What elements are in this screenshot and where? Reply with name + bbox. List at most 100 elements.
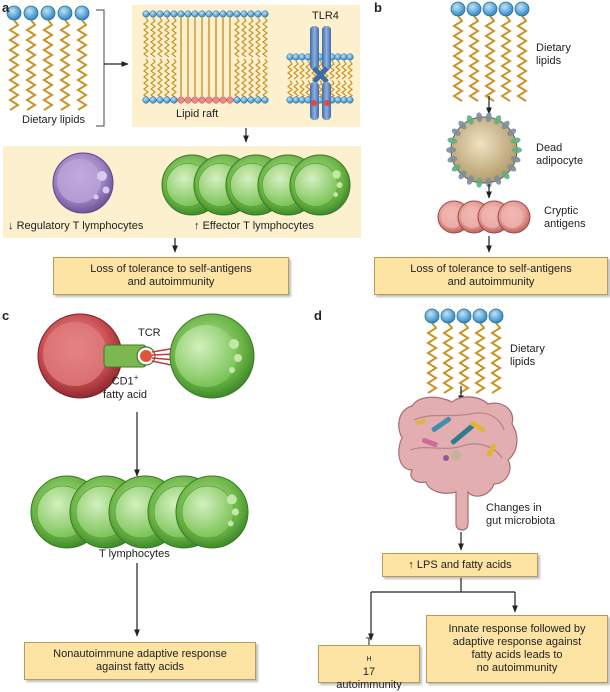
panel-label-d: d (314, 308, 322, 323)
membrane-head (286, 96, 294, 104)
cryptic-nucleus (461, 206, 483, 228)
dietary-lipids-label-b: Dietary lipids (536, 42, 571, 67)
membrane-head (191, 10, 199, 18)
membrane-tail (347, 60, 353, 80)
panel-d (368, 308, 518, 641)
debris (501, 120, 510, 130)
membrane-head (334, 53, 342, 61)
membrane-head (170, 96, 178, 104)
debris (507, 164, 517, 172)
membrane-head (298, 96, 306, 104)
apc-cell (37, 313, 123, 399)
debris (446, 147, 456, 153)
down-arrow-icon: ↓ (8, 220, 14, 232)
membrane-tail (287, 80, 293, 99)
membrane-head (198, 96, 206, 104)
regulatory-t-cell (52, 152, 114, 214)
lipid-head (6, 5, 22, 21)
lipid-head (466, 1, 482, 17)
membrane-tail (341, 80, 347, 99)
debris (466, 115, 474, 125)
tlr4-label: TLR4 (312, 10, 339, 22)
debris (510, 137, 521, 144)
membrane-tail (241, 58, 247, 99)
membrane-head (240, 96, 248, 104)
lipid-head (472, 308, 488, 324)
lipid-head (23, 5, 39, 21)
panel-label-c: c (2, 308, 10, 323)
membrane-tail (234, 17, 240, 58)
membrane-tail (255, 17, 261, 58)
debris (451, 164, 461, 172)
membrane-head (177, 10, 185, 18)
vesicle (332, 170, 341, 179)
membrane-head (163, 10, 171, 18)
lipid-head (488, 308, 504, 324)
membrane-head (163, 96, 171, 104)
debris (447, 137, 458, 144)
debris (447, 156, 458, 163)
membrane-tail (293, 60, 299, 80)
dietary-lipids-a (6, 5, 90, 111)
tlr4-receptor (310, 26, 331, 120)
lipid-head (74, 5, 90, 21)
lipid-head (424, 308, 440, 324)
lipid-tail (490, 322, 502, 394)
debris (476, 112, 483, 123)
membrane-head (261, 96, 269, 104)
vesicle (231, 508, 239, 516)
membrane-tail (248, 58, 254, 99)
membrane-head (233, 96, 241, 104)
membrane-head (205, 10, 213, 18)
innate-response-box: Innate response followed by adaptive res… (426, 615, 608, 683)
regulatory-t-label: ↓ Regulatory T lymphocytes (8, 220, 144, 232)
membrane-head (340, 53, 348, 61)
debris (485, 112, 492, 123)
panel-b (437, 1, 531, 253)
membrane-tail (329, 80, 335, 99)
lipid-head (498, 1, 514, 17)
vesicle (336, 182, 343, 188)
dead-adipocyte-label: Dead adipocyte (536, 142, 584, 167)
cd1-fatty-acid-label: CD1+ fatty acid (103, 373, 148, 401)
t-lymphocytes-row (30, 475, 249, 549)
effector-t-label: ↑ Effector T lymphocytes (194, 220, 314, 232)
lipid-tail (458, 322, 470, 394)
membrane-head (219, 10, 227, 18)
effector-t-cells (161, 154, 351, 216)
lipid-tail (442, 322, 454, 394)
membrane-head (212, 10, 220, 18)
membrane-head (198, 10, 206, 18)
membrane-tail (335, 60, 341, 80)
membrane-head (149, 10, 157, 18)
membrane-tail (347, 80, 353, 99)
lipid-tail (76, 19, 88, 111)
lps-box: ↑ LPS and fatty acids (382, 553, 538, 577)
lipid-head (57, 5, 73, 21)
cell-nucleus (294, 163, 338, 207)
membrane-head (191, 96, 199, 104)
panel-label-b: b (374, 0, 382, 15)
membrane-tail (335, 80, 341, 99)
cd1-molecule (103, 344, 177, 368)
lipid-head (482, 1, 498, 17)
lipid-tail (8, 19, 20, 111)
membrane-head (233, 10, 241, 18)
membrane-tail (164, 58, 170, 99)
panel-c (30, 313, 255, 637)
membrane-head (292, 53, 300, 61)
lipid-head (40, 5, 56, 21)
membrane-tail (255, 58, 261, 99)
dietary-lipids-d (424, 308, 504, 394)
membrane-head (226, 96, 234, 104)
t-lymphocytes-label: T lymphocytes (99, 548, 170, 560)
membrane-head (184, 10, 192, 18)
cryptic-nucleus (481, 206, 503, 228)
membrane-tail (293, 80, 299, 99)
membrane-tail (341, 60, 347, 80)
cryptic-nucleus (501, 206, 523, 228)
membrane-head (261, 10, 269, 18)
outcome-box-a: Loss of tolerance to self-antigens and a… (53, 257, 289, 295)
lipid-tail (468, 15, 480, 102)
